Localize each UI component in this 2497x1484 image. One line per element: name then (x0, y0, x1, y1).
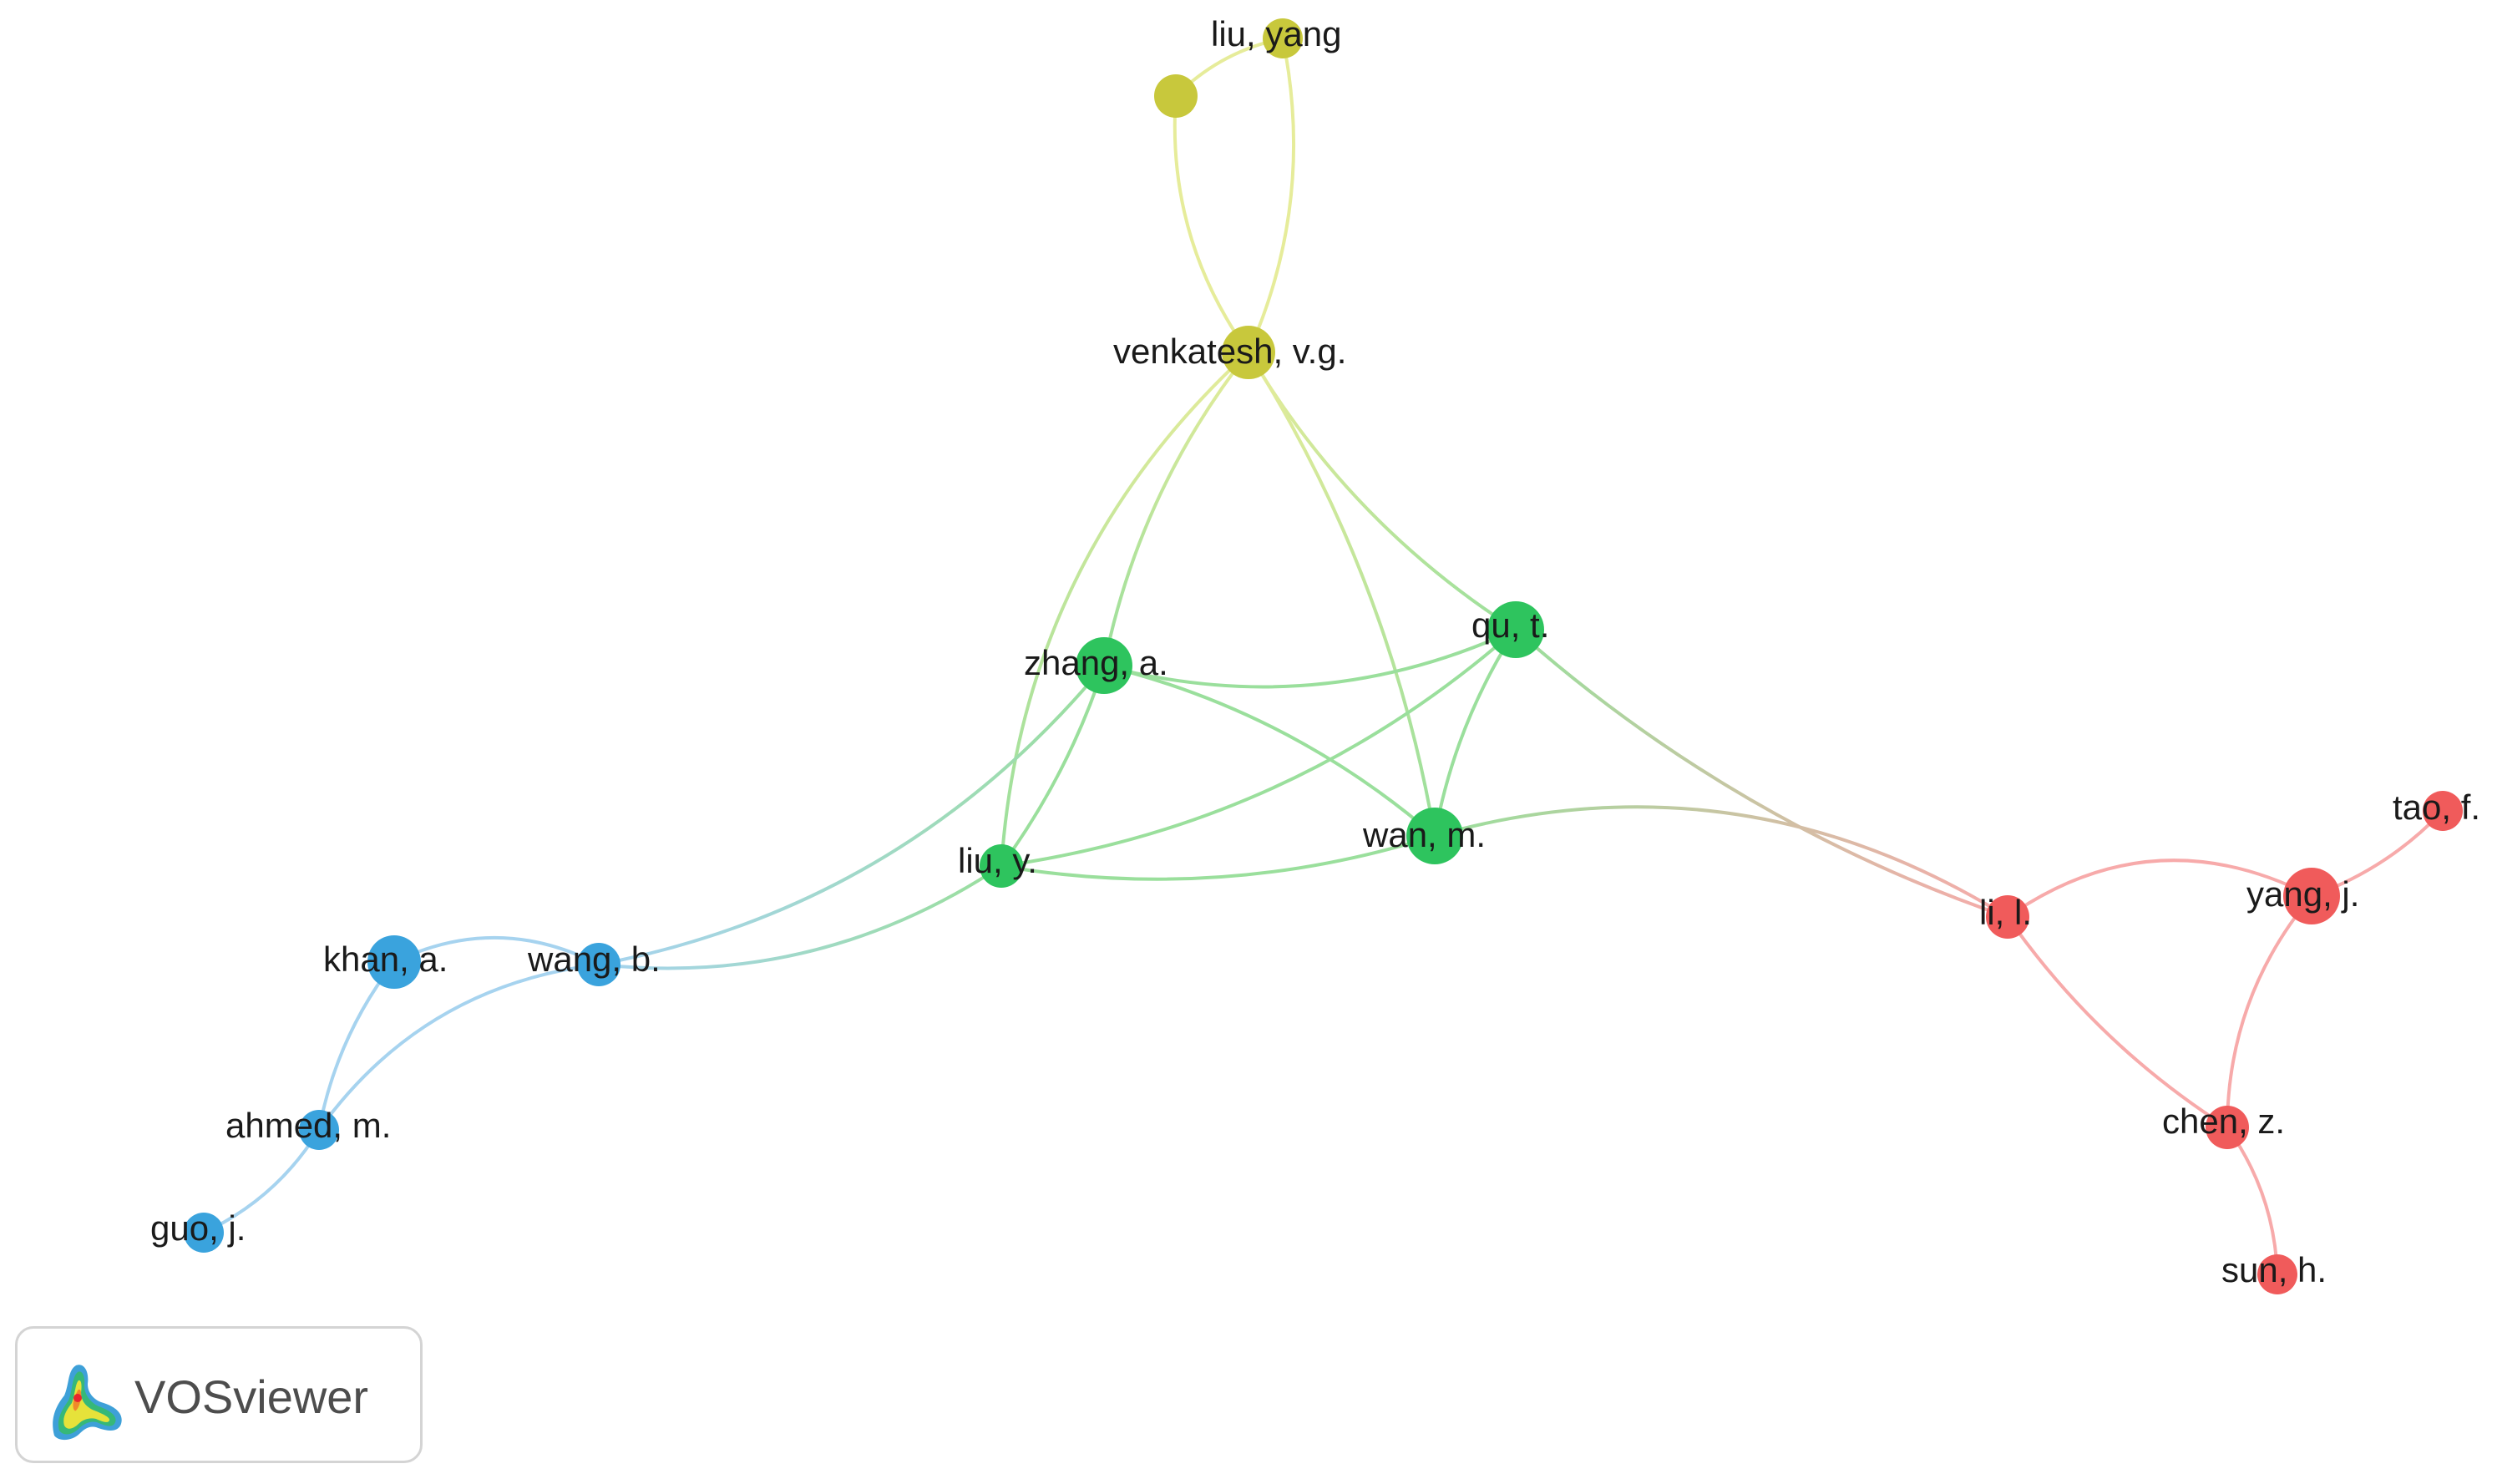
node-chen-z[interactable] (2206, 1106, 2249, 1149)
node-guo-j[interactable] (184, 1213, 224, 1253)
node-ahmed-m[interactable] (299, 1110, 339, 1150)
link-wan-m-to-liu-y (1000, 834, 1436, 881)
link-yang-j-to-chen-z (2226, 894, 2313, 1129)
node-label-khan-a: khan, a. (323, 940, 448, 979)
labels-layer: liu, yang venkatesh, v.g. qu, t. zhang, a. w… (150, 14, 2480, 1289)
node-label-qu-t: qu, t. (1471, 605, 1549, 645)
node-label-li-l: li, l. (1979, 893, 2032, 932)
node-label-wan-m: wan, m. (1362, 815, 1486, 854)
link-venkatesh-vg-to-qu-t (1247, 351, 1517, 631)
node-wan-m[interactable] (1406, 808, 1463, 864)
link-khan-a-to-wang-b (393, 935, 600, 966)
node-label-wang-b: wang, b. (527, 940, 661, 979)
link-qu-t-to-li-l (1514, 628, 2009, 919)
node-liu-y[interactable] (980, 844, 1023, 888)
vosviewer-logo-badge: VOSviewer (15, 1326, 423, 1463)
node-label-sun-h: sun, h. (2221, 1250, 2327, 1289)
vosviewer-brand-text: VOSviewer (134, 1370, 369, 1423)
link-zhang-a-to-wan-m (1102, 664, 1436, 838)
links-layer (202, 37, 2444, 1276)
link-venkatesh-vg-to-liu-y (1000, 351, 1250, 868)
node-unlabeled-yellow[interactable] (1154, 74, 1198, 118)
link-liu-y-to-wang-b (597, 864, 1003, 970)
node-label-venkatesh-vg: venkatesh, v.g. (1113, 332, 1346, 371)
node-label-ahmed-m: ahmed, m. (225, 1106, 391, 1145)
link-venkatesh-vg-to-wan-m (1247, 351, 1436, 838)
node-label-liu-yang: liu, yang (1211, 14, 1341, 53)
vosviewer-logo-icon (53, 1365, 122, 1441)
node-qu-t[interactable] (1487, 601, 1544, 658)
node-label-tao-f: tao, f. (2393, 788, 2480, 827)
node-tao-f[interactable] (2423, 791, 2463, 831)
nodes-layer (184, 18, 2463, 1294)
node-liu-yang[interactable] (1263, 18, 1303, 58)
link-qu-t-to-liu-y (1000, 628, 1517, 868)
link-wan-m-to-li-l (1433, 805, 2009, 919)
node-yang-j[interactable] (2283, 868, 2340, 924)
link-zhang-a-to-liu-y (1000, 664, 1106, 868)
link-liu-yang-to-venkatesh-vg (1247, 37, 1296, 354)
link-khan-a-to-ahmed-m (317, 960, 396, 1132)
link-unlabeled-yellow-to-venkatesh-vg (1173, 94, 1250, 354)
node-wang-b[interactable] (577, 943, 620, 986)
link-qu-t-to-wan-m (1433, 628, 1517, 838)
node-venkatesh-vg[interactable] (1222, 326, 1275, 379)
node-label-chen-z: chen, z. (2162, 1102, 2285, 1141)
link-wang-b-to-ahmed-m (317, 963, 600, 1132)
link-venkatesh-vg-to-zhang-a (1102, 351, 1250, 667)
node-khan-a[interactable] (367, 935, 421, 989)
link-zhang-a-to-wang-b (597, 664, 1106, 966)
link-li-l-to-chen-z (2006, 915, 2229, 1129)
node-li-l[interactable] (1986, 895, 2029, 939)
node-label-guo-j: guo, j. (150, 1208, 246, 1248)
node-zhang-a[interactable] (1076, 637, 1132, 694)
link-zhang-a-to-qu-t (1102, 628, 1517, 689)
node-sun-h[interactable] (2257, 1254, 2297, 1294)
node-label-liu-y: liu, y. (958, 841, 1037, 880)
node-label-yang-j: yang, j. (2246, 874, 2359, 914)
link-li-l-to-yang-j (2006, 858, 2313, 919)
node-label-zhang-a: zhang, a. (1024, 643, 1168, 682)
